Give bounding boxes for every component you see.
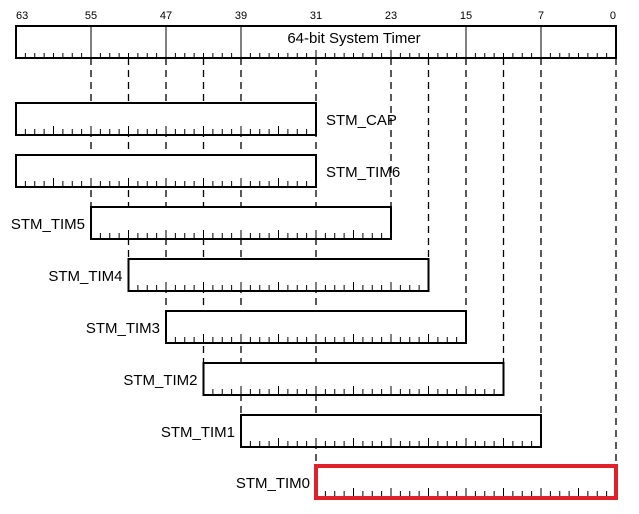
register-label: STM_TIM4 <box>48 268 122 285</box>
bit-label-31: 31 <box>310 10 322 22</box>
register-stm-tim3: STM_TIM3 <box>86 310 467 344</box>
register-label: STM_TIM1 <box>161 424 235 441</box>
bit-label-39: 39 <box>235 10 247 22</box>
highlight-box <box>314 464 618 500</box>
bit-label-0: 0 <box>610 10 616 22</box>
bit-label-15: 15 <box>460 10 472 22</box>
register-label: STM_TIM5 <box>11 216 85 233</box>
register-stm-tim4: STM_TIM4 <box>48 258 430 292</box>
system-timer-64bit: 64-bit System Timer <box>15 25 617 59</box>
register-label: STM_TIM0 <box>236 475 310 492</box>
bit-number-row: 63 55 47 39 31 23 15 7 0 <box>16 10 616 22</box>
bit-label-7: 7 <box>538 10 544 22</box>
register-stm-tim0: STM_TIM0 <box>236 464 618 500</box>
bit-label-55: 55 <box>85 10 97 22</box>
register-box <box>165 310 467 344</box>
register-stm-tim5: STM_TIM5 <box>11 206 392 240</box>
register-stm-tim2: STM_TIM2 <box>123 362 505 396</box>
system-timer-ticks <box>24 26 608 58</box>
register-stm-tim1: STM_TIM1 <box>161 414 542 448</box>
register-stm-cap: STM_CAP <box>15 102 397 136</box>
register-label: STM_TIM6 <box>326 164 400 181</box>
bit-label-47: 47 <box>160 10 172 22</box>
bit-label-23: 23 <box>385 10 397 22</box>
register-stm-tim6: STM_TIM6 <box>15 154 400 188</box>
register-label: STM_TIM3 <box>86 320 160 337</box>
register-label: STM_CAP <box>326 112 397 129</box>
system-timer-title: 64-bit System Timer <box>287 30 420 47</box>
bit-label-63: 63 <box>16 10 28 22</box>
register-list: STM_CAP STM_TIM6STM_TIM5STM_TIM4STM_TIM3S… <box>11 102 618 500</box>
register-label: STM_TIM2 <box>123 372 197 389</box>
register-box <box>202 362 505 396</box>
